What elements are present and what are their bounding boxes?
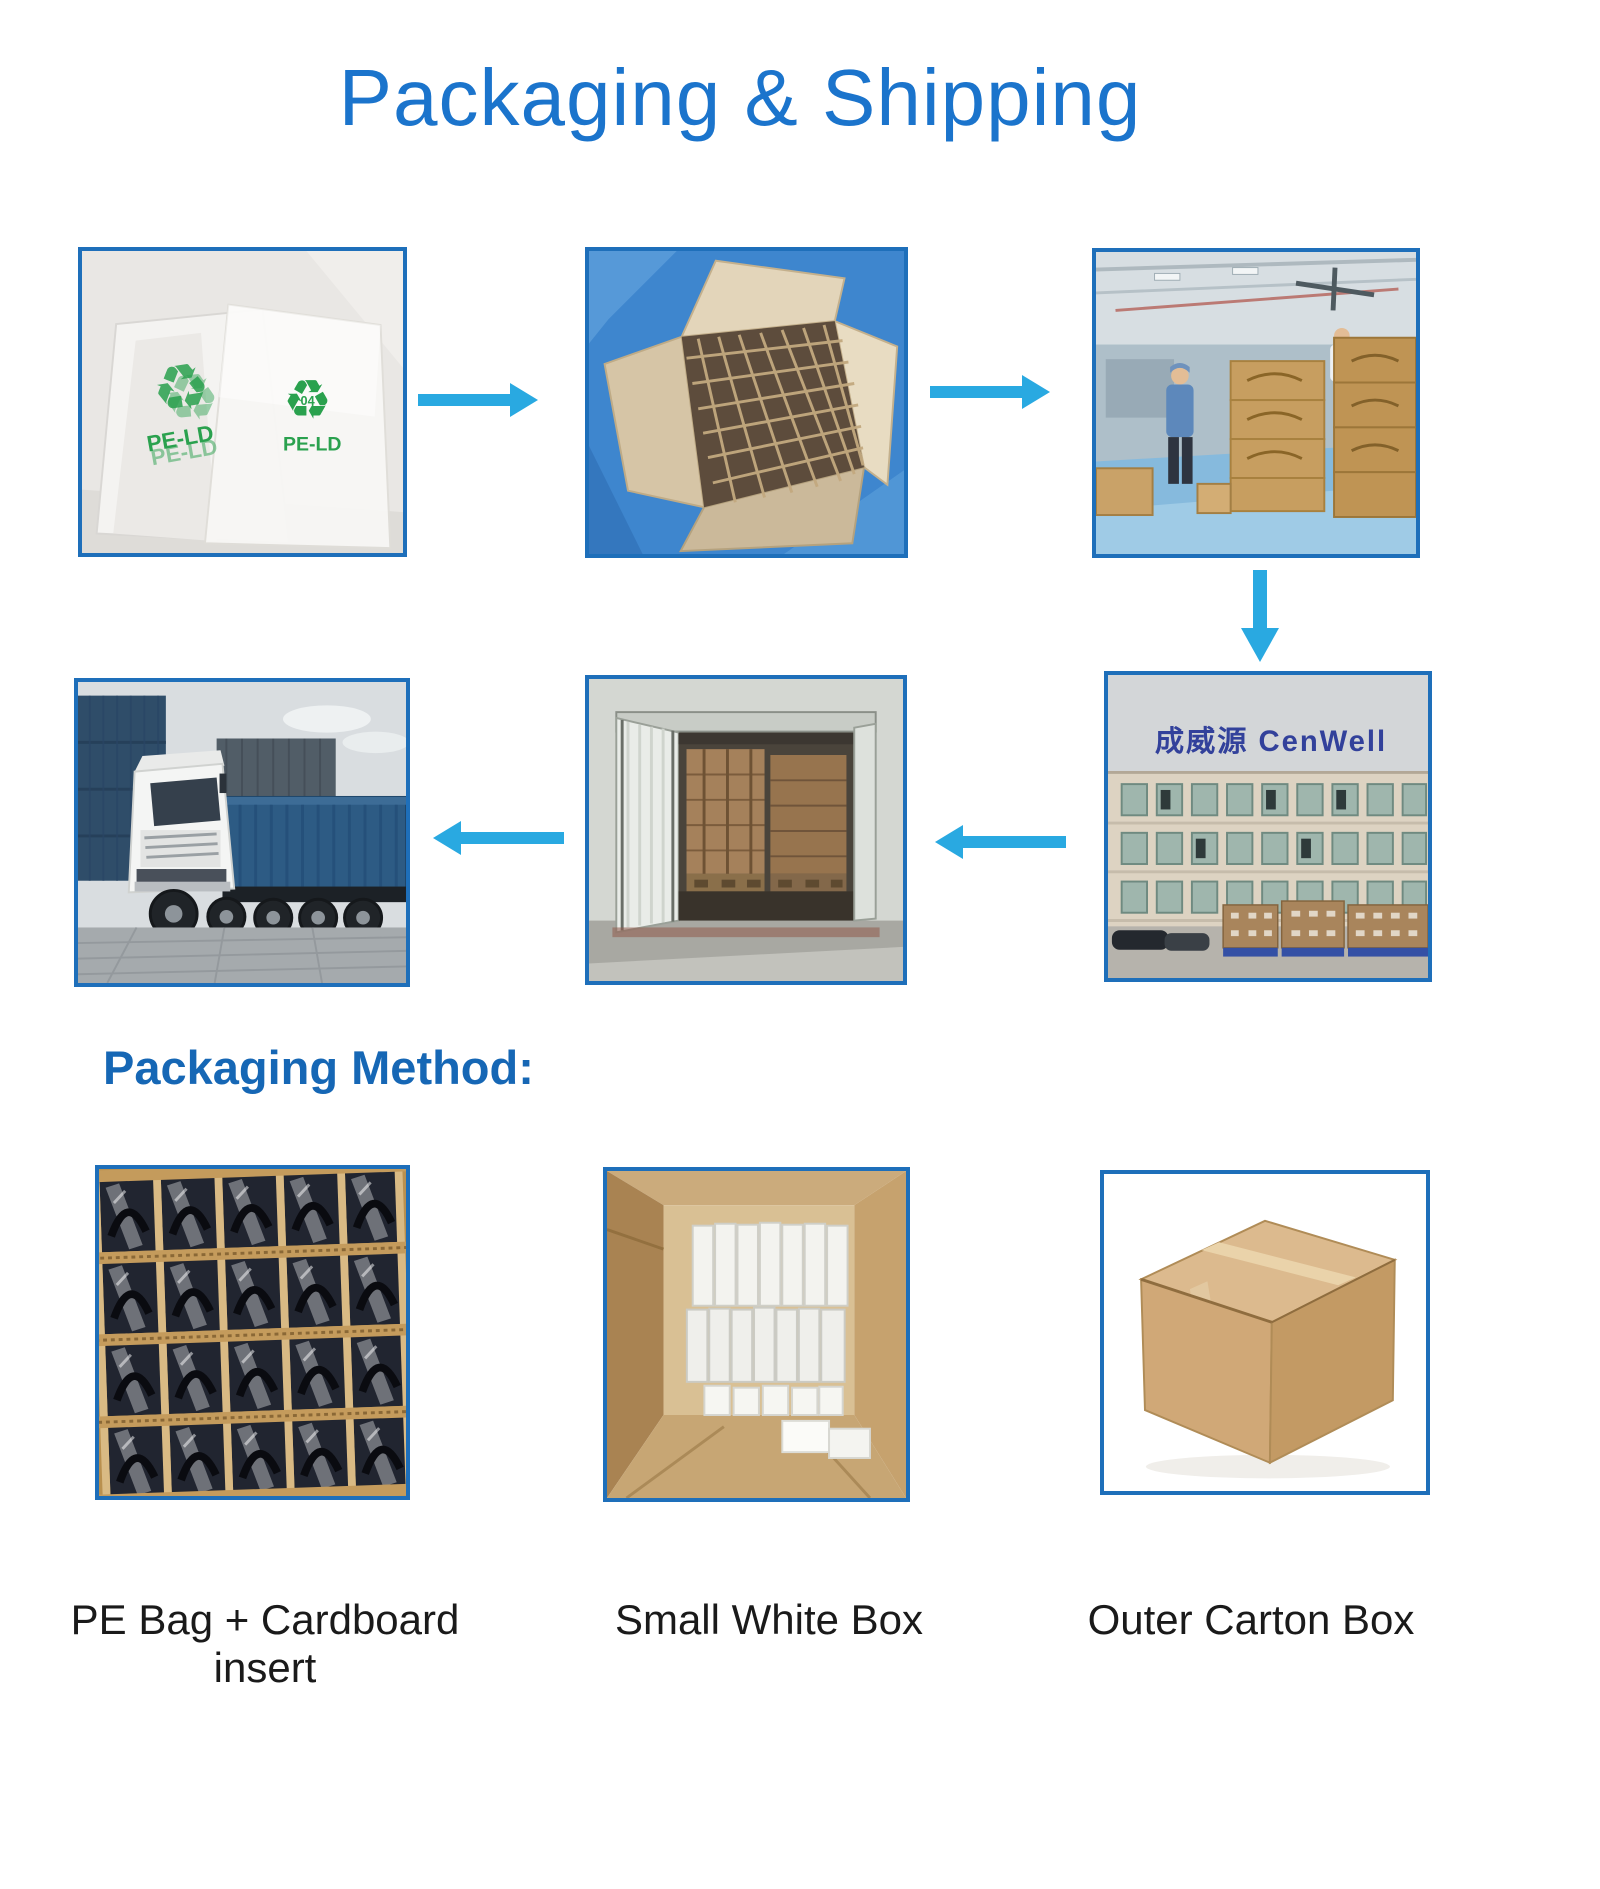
recycle-code-print: 04 bbox=[301, 394, 315, 408]
window-row bbox=[1120, 783, 1428, 817]
method-label-pe-bag: PE Bag + Cardboard insert bbox=[70, 1596, 460, 1691]
carton-dividers-scene bbox=[589, 251, 904, 554]
outer-carton-scene bbox=[1104, 1174, 1426, 1491]
truck-cab bbox=[127, 750, 236, 894]
white-box-rows bbox=[685, 1221, 871, 1459]
window-row bbox=[1120, 880, 1428, 914]
white-boxes-scene bbox=[607, 1171, 906, 1498]
method-label-white-box: Small White Box bbox=[614, 1596, 924, 1643]
flow-arrow-right-icon bbox=[930, 372, 1050, 412]
worker-figure bbox=[1166, 363, 1194, 484]
section-heading: Packaging Method: bbox=[103, 1041, 534, 1094]
flow-arrow-down-icon bbox=[1241, 570, 1279, 662]
flow-arrow-left-icon bbox=[935, 822, 1066, 862]
container-door-open bbox=[615, 716, 680, 934]
flow-arrow-left-icon bbox=[433, 818, 564, 858]
method-label-outer-carton: Outer Carton Box bbox=[1087, 1596, 1415, 1643]
factory-sign-text: 成威源 CenWell bbox=[1155, 725, 1387, 758]
ceiling-fan-icon bbox=[1295, 267, 1375, 311]
page-title: Packaging & Shipping bbox=[338, 53, 1142, 142]
pe-ld-print: PE-LD bbox=[283, 434, 342, 456]
pallet-stacks bbox=[1222, 900, 1428, 957]
trailer-container bbox=[222, 795, 406, 903]
photo-pe-bags: ♻ ♻ PE-LD PE-LD ♻ 04 PE-LD bbox=[78, 247, 407, 557]
parked-cars bbox=[1111, 930, 1210, 951]
recycle-icon: ♻ bbox=[147, 348, 215, 428]
wheels bbox=[148, 888, 384, 939]
carton-stack bbox=[1229, 360, 1326, 513]
palletized-cartons bbox=[686, 749, 847, 892]
photo-factory-building: 成威源 CenWell bbox=[1104, 671, 1432, 982]
truck-scene bbox=[78, 682, 406, 983]
photo-container-loading bbox=[585, 675, 907, 985]
flow-arrow-right-icon bbox=[418, 380, 538, 420]
warehouse-scene bbox=[1096, 252, 1416, 554]
window-row bbox=[1120, 831, 1428, 865]
recycle-icon: ♻ bbox=[159, 360, 223, 437]
photo-container-truck bbox=[74, 678, 410, 987]
factory-scene: 成威源 CenWell bbox=[1108, 675, 1428, 978]
carton-stack bbox=[1333, 336, 1416, 518]
photo-cardboard-insert bbox=[95, 1165, 410, 1500]
photo-outer-carton bbox=[1100, 1170, 1430, 1495]
pe-bags-scene: ♻ ♻ PE-LD PE-LD ♻ 04 PE-LD bbox=[82, 251, 403, 553]
photo-warehouse-packing bbox=[1092, 248, 1420, 558]
container-loading-scene bbox=[589, 679, 903, 981]
background-container bbox=[216, 738, 336, 799]
recycle-icon: ♻ bbox=[283, 370, 332, 431]
photo-small-white-boxes bbox=[603, 1167, 910, 1502]
cardboard-insert-scene bbox=[99, 1169, 406, 1496]
photo-carton-dividers bbox=[585, 247, 908, 558]
